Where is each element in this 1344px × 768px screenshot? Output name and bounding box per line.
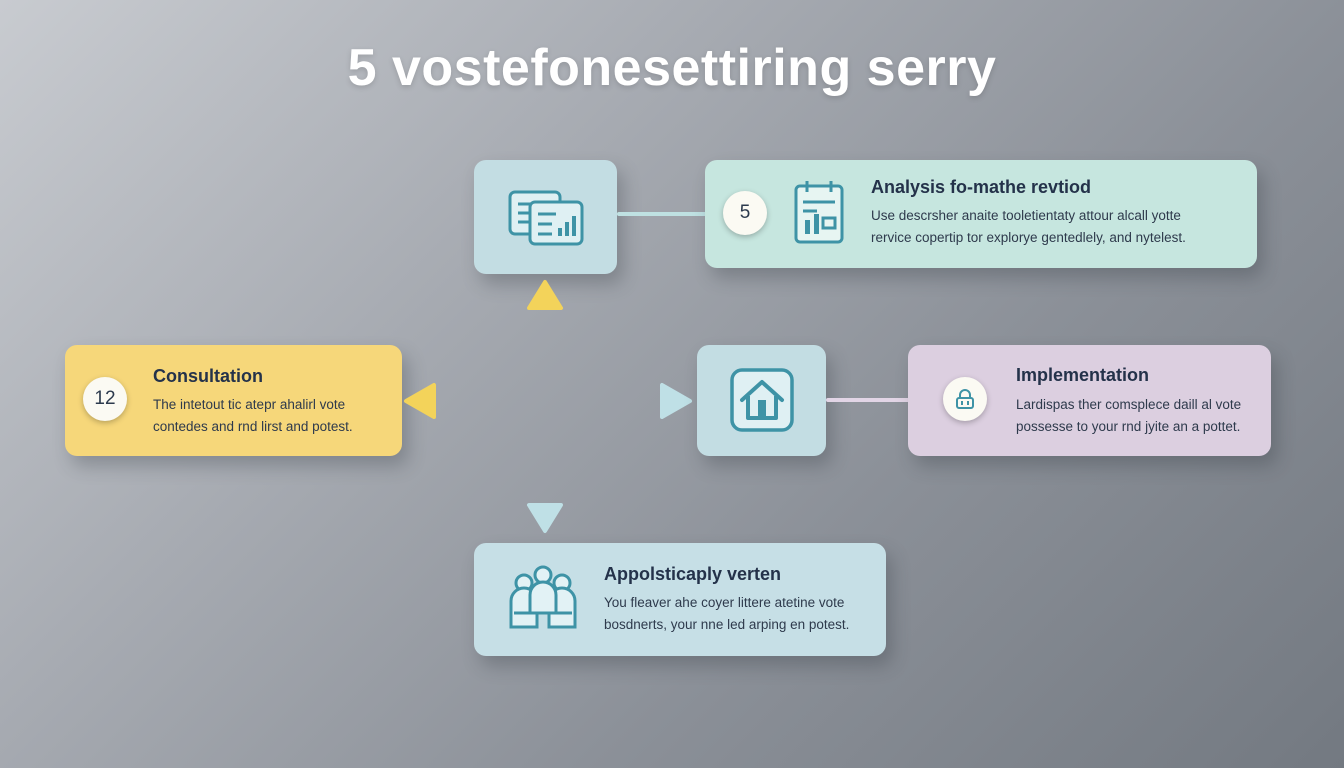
analysis-card: 5 Analysis fo-mathe revtiod Use descrshe…: [705, 160, 1257, 268]
consultation-card: 12 Consultation The intetout tic atepr a…: [65, 345, 402, 456]
implementation-body-line-2: possesse to your rnd jyite an a pottet.: [1016, 419, 1241, 434]
analysis-body-line-1: Use descrsher anaite tooletientaty attou…: [871, 208, 1181, 223]
appolsticaply-body-line-1: You fleaver ahe coyer littere atetine vo…: [604, 595, 845, 610]
documents-chart-icon: [508, 190, 584, 246]
calendar-report-icon: [794, 181, 844, 244]
consultation-body-line-1: The intetout tic atepr ahalirl vote: [153, 397, 346, 412]
page-title: 5 vostefonesettiring serry: [347, 39, 997, 97]
implementation-title: Implementation: [1016, 365, 1150, 385]
consultation-title: Consultation: [153, 366, 263, 386]
documents-icon-box: [474, 160, 617, 274]
lock-icon: [956, 389, 974, 409]
implementation-body-line-1: Lardispas ther comsplece daill al vote: [1016, 397, 1242, 412]
analysis-body-line-2: rervice copertip tor explorye gentedlely…: [871, 230, 1186, 245]
arrow-left-icon: [404, 383, 436, 419]
arrow-up-icon: [527, 280, 563, 310]
connector-top: [617, 212, 707, 216]
lock-badge: [943, 377, 987, 421]
appolsticaply-body-line-2: bosdnerts, your nne led arping en potest…: [604, 617, 850, 632]
step-badge: 12: [83, 377, 127, 421]
connector-right: [826, 398, 910, 402]
home-icon-box: [697, 345, 826, 456]
consultation-body-line-2: contedes and rnd lirst and potest.: [153, 419, 353, 434]
implementation-card: Implementation Lardispas ther comsplece …: [908, 345, 1271, 456]
step-badge: 5: [723, 191, 767, 235]
people-group-icon: [509, 565, 577, 629]
appolsticaply-title: Appolsticaply verten: [604, 564, 782, 584]
appolsticaply-card: Appolsticaply verten You fleaver ahe coy…: [474, 543, 886, 656]
home-icon: [730, 368, 794, 432]
analysis-title: Analysis fo-mathe revtiod: [871, 177, 1092, 197]
arrow-right-icon: [660, 383, 692, 419]
arrow-down-icon: [527, 503, 563, 533]
